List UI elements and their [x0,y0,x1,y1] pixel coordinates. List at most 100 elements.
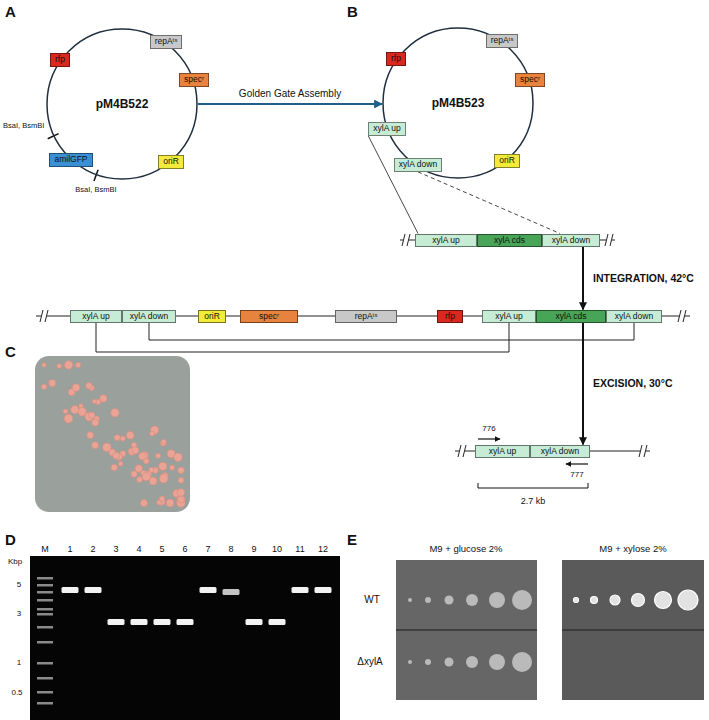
break-gap [403,232,409,248]
growth-spot [512,590,532,610]
growth-spot [466,594,478,606]
colony [159,474,168,483]
colony [49,379,56,386]
node-text: pM4B522 [96,97,149,111]
colony [139,452,147,460]
colony [114,435,120,441]
break-mark [40,310,43,322]
gel-band [62,587,79,593]
panel-letter: C [5,343,16,360]
node-text: oriR [204,312,220,321]
lane-label: 8 [228,544,233,554]
node-text: xylA up [489,447,516,456]
homology-box: xylA up [482,310,536,323]
ladder-band [37,584,53,587]
gene-box: repAᵗˢ [150,35,183,49]
condition-label: M9 + xylose 2% [599,544,666,555]
colony [63,409,68,414]
plate-divider [562,629,704,631]
growth-spot [445,596,454,605]
gene-box: rfp [50,53,70,67]
primer-label: 777 [570,470,583,479]
ladder-band [37,577,53,580]
gel-band [246,619,263,625]
site-label: BsaI, BsmBI [3,122,44,131]
colony [113,452,120,459]
node-text: xylA up [373,123,400,133]
connector-label: Golden Gate Assembly [237,88,343,100]
lane-label: M [41,544,49,554]
connector-label: INTEGRATION, 42°C [591,272,696,284]
origin-box: oriR [198,310,226,323]
colony [178,467,185,474]
homology-box: xylA up [368,122,405,136]
homology-box: xylA down [542,234,600,247]
gene-box: specʳ [515,73,545,87]
colony [86,383,92,389]
ladder-band [37,702,53,705]
ladder-band [37,599,53,602]
break-mark [458,445,461,457]
ladder [37,577,53,705]
node-text: repAᵗˢ [491,35,514,45]
break-mark [45,310,48,322]
colony [178,496,185,503]
node-text: xylA cds [555,312,586,321]
axis-tick-label: 1 [17,658,21,667]
growth-spot [445,658,454,667]
colony [159,462,167,470]
colony [178,477,184,483]
break-gap [606,232,612,248]
panel-letter: A [5,3,16,20]
gel-band [223,589,240,595]
ladder-band [37,613,53,616]
colony [111,409,119,417]
colony [57,364,62,369]
gene-box: repAᵗˢ [335,310,397,323]
colony [149,467,154,472]
gene-box: specʳ [240,310,298,323]
ladder-band [37,641,53,644]
colony [166,499,174,507]
break-gap [41,308,47,324]
lane-label: 10 [272,544,282,554]
node-text: rfp [55,54,65,64]
colony [132,447,139,454]
growth-spot [466,656,478,668]
strain-label: ΔxylA [357,656,383,668]
plate-photo [562,560,704,700]
colony [75,362,80,367]
gel-band [85,587,102,593]
node-text: oriR [163,156,179,166]
node-text: xylA down [130,312,168,321]
homology-box: xylA up [415,234,477,247]
node-text: rfp [445,312,455,321]
growth-spot [610,595,620,605]
node-text: amilGFP [54,154,87,164]
ladder-band [37,691,53,694]
gel-band [292,587,309,593]
colony [88,412,95,419]
lane-label: 9 [251,544,256,554]
growth-spot [489,654,505,670]
node-text: xylA cds [494,236,525,245]
primer-label: 776 [482,424,495,433]
gel-band [108,619,125,625]
colony [78,407,86,415]
break-mark [402,234,405,246]
node-text: oriR [499,155,515,165]
colony-group [41,361,185,508]
colony [92,399,96,403]
gel-band [269,619,286,625]
node-text: rfp [391,53,401,63]
homology-box: xylA down [394,158,442,172]
gel-band [315,587,332,593]
break-mark [644,445,647,457]
colony [169,465,174,470]
connector [368,136,418,234]
origin-box: oriR [494,154,520,168]
colony [157,500,162,505]
colony [87,432,94,439]
growth-spot [408,660,412,664]
homology-box: xylA down [606,310,662,323]
